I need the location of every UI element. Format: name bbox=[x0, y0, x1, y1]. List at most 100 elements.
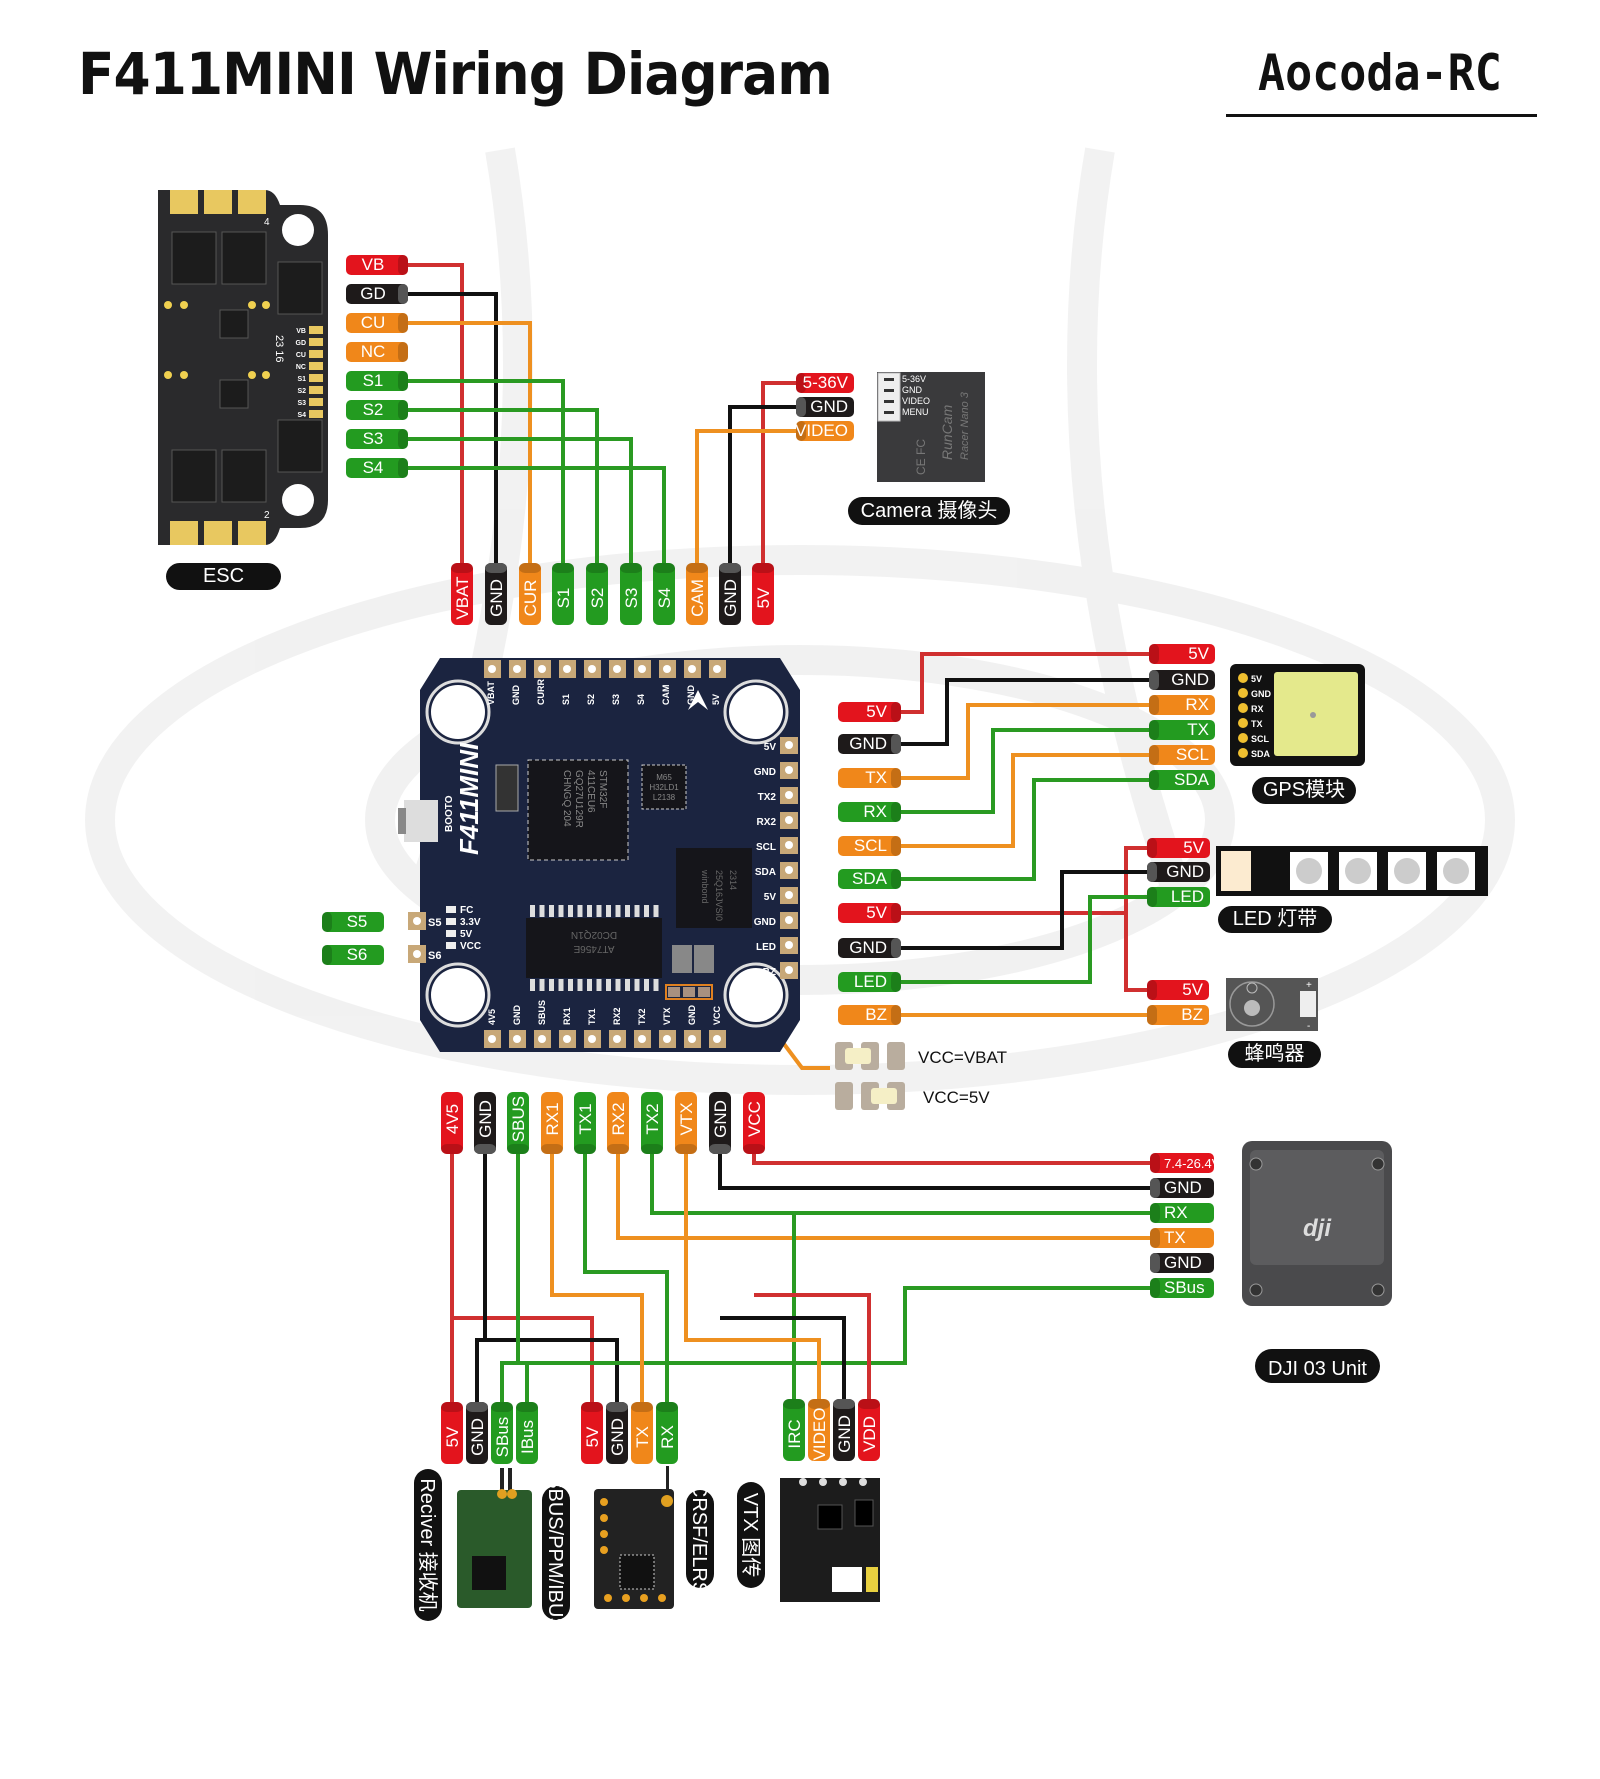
wire-led-gnd bbox=[901, 870, 1147, 950]
tag-cap bbox=[891, 734, 901, 754]
tag-body bbox=[709, 1092, 731, 1154]
osd-pin bbox=[549, 979, 554, 991]
tag-label: LED bbox=[1171, 887, 1204, 906]
tag-label: TX1 bbox=[576, 1103, 595, 1134]
badge-label: CRSF/ELRS bbox=[688, 1483, 710, 1595]
gps-tag-rx: RX bbox=[1149, 695, 1215, 715]
tag-body bbox=[1150, 1178, 1214, 1198]
tag-cap bbox=[398, 255, 408, 275]
tag-label: 5V bbox=[754, 587, 773, 608]
gps-pin bbox=[1238, 718, 1248, 728]
motor-pad bbox=[204, 521, 232, 545]
receiver-badge: Reciver 接收机 bbox=[414, 1469, 442, 1621]
esc-pad-silk: GD bbox=[296, 340, 307, 347]
badge-label: LED 灯带 bbox=[1233, 907, 1317, 930]
mount-hole bbox=[282, 484, 314, 516]
tag-body bbox=[653, 563, 675, 625]
rx-crsf-tag-gnd: GND bbox=[606, 1402, 628, 1464]
esc-pad-silk: CU bbox=[296, 352, 306, 359]
motor-pad bbox=[204, 190, 232, 214]
pad-hole bbox=[413, 950, 421, 958]
pad-hole bbox=[563, 665, 571, 673]
tag-cap bbox=[1149, 720, 1159, 740]
fc-left-pin-s6: S6 bbox=[322, 945, 384, 965]
wire-vcc-dji bbox=[752, 1154, 1150, 1165]
esc-pad-silk: S2 bbox=[297, 388, 306, 395]
fc-top-silk: S3 bbox=[611, 694, 621, 705]
flash-marking: 25Q16JVSI0 bbox=[714, 870, 724, 921]
badge-label: VTX 图传 bbox=[739, 1493, 762, 1577]
wires-layer bbox=[408, 263, 1150, 1402]
osd-pin bbox=[653, 979, 659, 991]
tag-label: GND bbox=[849, 734, 887, 753]
osd-chip bbox=[526, 918, 662, 978]
osd-pin bbox=[568, 905, 573, 917]
led-strip bbox=[1216, 846, 1488, 896]
screw-icon bbox=[1371, 1157, 1385, 1171]
wire-gps-scl bbox=[901, 753, 1149, 848]
tag-cap bbox=[656, 1402, 678, 1412]
esc-pad-s1 bbox=[309, 374, 323, 382]
osd-pin bbox=[549, 905, 554, 917]
vcc-jumper-highlight bbox=[665, 984, 713, 1000]
mount-ring bbox=[425, 679, 491, 745]
pad-hole bbox=[785, 841, 793, 849]
tag-body bbox=[491, 1402, 513, 1464]
mosfet-chip bbox=[221, 449, 267, 503]
fc-bottom-silk: GND bbox=[512, 1005, 522, 1026]
fc-top-silk: CURR bbox=[536, 679, 546, 705]
tag-body bbox=[838, 972, 901, 992]
jumper-bridge bbox=[845, 1048, 871, 1064]
vtx-pad bbox=[819, 1478, 827, 1486]
tag-body bbox=[607, 1092, 629, 1154]
tag-cap bbox=[833, 1399, 855, 1409]
vtx-pad bbox=[859, 1478, 867, 1486]
esc-pad-s2 bbox=[309, 386, 323, 394]
antenna-connector bbox=[507, 1489, 517, 1499]
mcu-marking: 411CEU6 bbox=[585, 770, 596, 813]
pad-hole bbox=[688, 1035, 696, 1043]
wire-gnd-rx-crsf bbox=[477, 1338, 619, 1402]
tag-body bbox=[838, 768, 901, 788]
tag-label: CU bbox=[361, 313, 386, 332]
tag-cap bbox=[519, 563, 541, 573]
pad-hole bbox=[663, 665, 671, 673]
fc-top-pin-cam: CAM bbox=[686, 563, 708, 625]
usb-port-side bbox=[398, 808, 406, 834]
tag-label: RX bbox=[1164, 1203, 1188, 1222]
osd-pin bbox=[596, 979, 602, 991]
rx-sbus-tag-5v: 5V bbox=[441, 1402, 463, 1464]
pad-hole bbox=[785, 766, 793, 774]
tag-cap bbox=[796, 421, 806, 441]
mount-hole bbox=[282, 214, 314, 246]
rx-crsf-tag-rx: RX bbox=[656, 1402, 678, 1464]
screw-icon bbox=[1371, 1283, 1385, 1297]
tag-label: IBus bbox=[518, 1420, 537, 1454]
wire-esc-vb bbox=[408, 263, 464, 563]
tag-body bbox=[833, 1399, 855, 1461]
tag-body bbox=[838, 734, 901, 754]
gps-pin bbox=[1238, 673, 1248, 683]
tag-label: S3 bbox=[622, 588, 641, 609]
wire-gnd-vtx bbox=[720, 1316, 846, 1399]
esc-pad-gd bbox=[309, 338, 323, 346]
esc-tag-gd: GD bbox=[346, 284, 408, 304]
esc-pad-silk: NC bbox=[296, 364, 306, 371]
fc-right-silk: BZ bbox=[763, 967, 776, 978]
fc-top-pin-s4: S4 bbox=[653, 563, 675, 625]
esc-pad-silk: S4 bbox=[297, 412, 306, 419]
antenna-wire bbox=[666, 1466, 669, 1494]
tag-label: SBus bbox=[493, 1417, 512, 1458]
gps-pin bbox=[1238, 733, 1248, 743]
tag-body bbox=[1149, 695, 1215, 715]
tag-label: GND bbox=[1164, 1178, 1202, 1197]
camera-badge: Camera 摄像头 bbox=[848, 497, 1010, 525]
wire-sbus-dji bbox=[518, 1286, 1150, 1365]
osd-pin bbox=[539, 979, 545, 991]
tag-label: GND bbox=[468, 1418, 487, 1456]
screw-icon bbox=[1249, 1157, 1263, 1171]
fc-top-silk: S1 bbox=[561, 694, 571, 705]
badge-label: Reciver 接收机 bbox=[416, 1478, 439, 1611]
